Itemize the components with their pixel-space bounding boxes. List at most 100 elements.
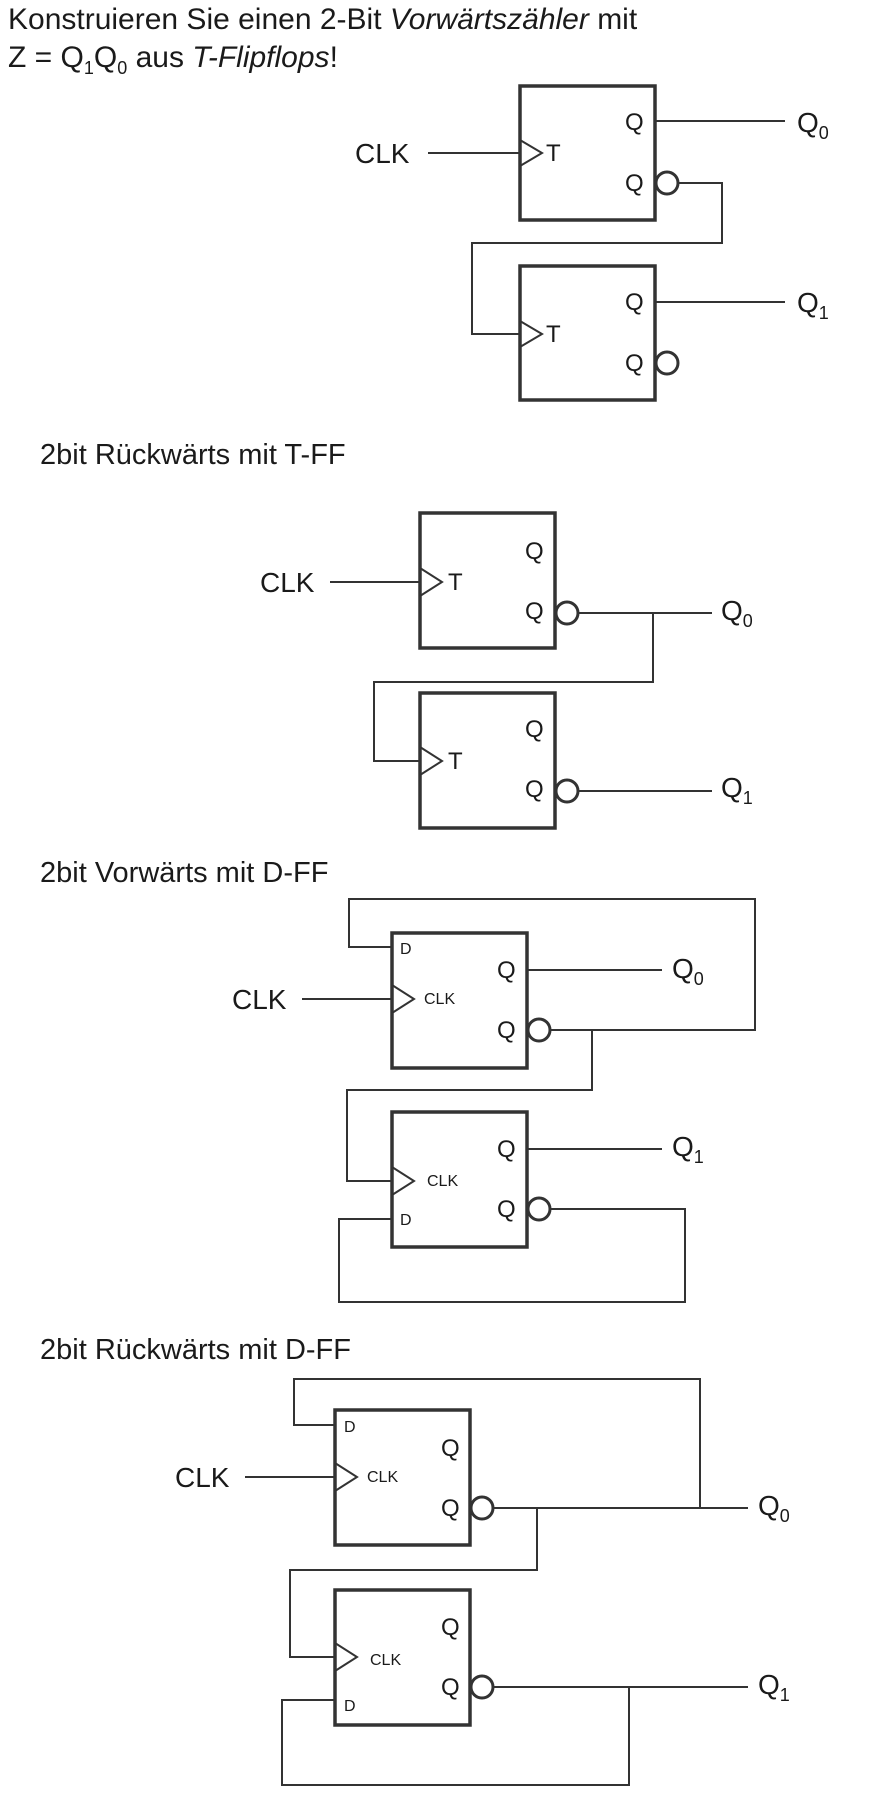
diagram-t-down — [330, 511, 712, 830]
t-down-clk-label: CLK — [260, 567, 315, 598]
t-up-q0-sub: 0 — [819, 123, 829, 143]
d-down-ff0-clk-triangle — [334, 1462, 359, 1492]
d-down-ff1-d-label: D — [344, 1698, 356, 1715]
task-title-part3: Z = Q — [8, 41, 84, 74]
t-up-ff0-clk-triangle — [519, 139, 544, 167]
d-up-ff0-q-label: Q — [497, 957, 516, 984]
d-down-clock-chain-wire — [289, 1508, 538, 1658]
d-down-ff1-clk-pin-label: CLK — [370, 1652, 401, 1669]
t-down-ff0-clk-triangle — [419, 567, 444, 597]
d-up-clk-label: CLK — [232, 984, 287, 1015]
d-down-ff1-inverter-bubble — [469, 1674, 495, 1700]
t-down-ff0-qn-label: Q — [525, 598, 544, 625]
d-up-q1-letter: Q — [672, 1131, 694, 1162]
d-up-ff0-clk-triangle — [391, 984, 416, 1014]
diagram-d-up — [302, 898, 756, 1303]
d-up-ff1-clk-pin-label: CLK — [427, 1173, 458, 1190]
d-up-q0-output-label: Q0 — [672, 953, 704, 989]
t-down-ff0-q-label: Q — [525, 538, 544, 565]
d-down-ff1-feedback-wire — [281, 1687, 630, 1786]
d-down-ff0-d-label: D — [344, 1419, 356, 1436]
d-up-ff1-q-label: Q — [497, 1136, 516, 1163]
task-title-emph1: Vorwärtszähler — [389, 3, 589, 36]
t-down-ff1-clk-triangle — [419, 746, 444, 776]
d-down-ff1-qn-label: Q — [441, 1674, 460, 1701]
task-title-part4: Q — [93, 41, 118, 74]
d-down-ff1-q-label: Q — [441, 1614, 460, 1641]
t-up-ff0-q-label: Q — [625, 109, 644, 136]
heading-t-down: 2bit Rückwärts mit T-FF — [40, 439, 346, 471]
t-up-ff1-qn-label: Q — [625, 350, 644, 377]
d-up-ff1-clk-triangle — [391, 1166, 416, 1196]
heading-d-down: 2bit Rückwärts mit D-FF — [40, 1334, 351, 1366]
task-title-sub1: 1 — [83, 58, 94, 78]
d-up-q0-sub: 0 — [694, 969, 704, 989]
d-down-ff0-feedback-wire — [293, 1378, 701, 1508]
t-down-ff0-t-label: T — [448, 569, 463, 596]
t-down-q1-sub: 1 — [743, 788, 753, 808]
t-down-feed-wire — [373, 613, 654, 762]
t-up-ff0-qn-label: Q — [625, 170, 644, 197]
task-title-line2: Z = Q1Q0 aus T-Flipflops! — [8, 40, 338, 86]
t-down-q0-letter: Q — [721, 595, 743, 626]
t-down-ff1-qn-label: Q — [525, 776, 544, 803]
d-up-ff1-feedback-wire — [338, 1208, 686, 1303]
d-down-q0-sub: 0 — [780, 1506, 790, 1526]
d-up-ff0-d-label: D — [400, 941, 412, 958]
t-down-q1-letter: Q — [721, 772, 743, 803]
t-down-q0-sub: 0 — [743, 611, 753, 631]
d-down-q1-sub: 1 — [780, 1685, 790, 1705]
t-up-ff0-inverter-bubble — [654, 170, 680, 196]
t-up-feed-wire — [471, 182, 723, 335]
t-up-ff1-t-label: T — [546, 321, 561, 348]
d-up-ff1-box — [390, 1110, 529, 1249]
d-up-ff1-d-label: D — [400, 1212, 412, 1229]
t-up-q1-output-label: Q1 — [797, 287, 829, 323]
t-up-q1-letter: Q — [797, 287, 819, 318]
d-down-ff0-qn-label: Q — [441, 1495, 460, 1522]
d-up-clock-chain-wire — [346, 1030, 593, 1182]
d-up-ff0-box — [390, 931, 529, 1070]
d-up-ff1-qn-label: Q — [497, 1196, 516, 1223]
task-title-part6: ! — [329, 41, 338, 74]
d-down-ff1-clk-triangle — [334, 1642, 359, 1672]
diagram-t-up — [428, 84, 785, 402]
t-up-q0-letter: Q — [797, 107, 819, 138]
d-up-ff1-inverter-bubble — [526, 1196, 552, 1222]
task-title-emph2: T-Flipflops — [192, 41, 330, 74]
t-up-ff1-q-label: Q — [625, 289, 644, 316]
d-up-ff0-qn-label: Q — [497, 1017, 516, 1044]
d-down-q1-output-label: Q1 — [758, 1669, 790, 1705]
t-down-q1-output-label: Q1 — [721, 772, 753, 808]
d-down-clk-label: CLK — [175, 1462, 230, 1493]
t-up-clk-label: CLK — [355, 138, 410, 169]
diagram-d-down — [245, 1378, 748, 1786]
heading-d-up: 2bit Vorwärts mit D-FF — [40, 857, 329, 889]
d-up-ff0-clk-pin-label: CLK — [424, 991, 455, 1008]
task-title-part1: Konstruieren Sie einen 2-Bit — [8, 3, 390, 36]
d-down-q0-output-label: Q0 — [758, 1490, 790, 1526]
d-down-ff0-inverter-bubble — [469, 1495, 495, 1521]
t-down-ff0-inverter-bubble — [554, 600, 580, 626]
d-up-q1-sub: 1 — [694, 1147, 704, 1167]
t-up-q0-output-label: Q0 — [797, 107, 829, 143]
t-down-ff1-q-label: Q — [525, 716, 544, 743]
t-up-q1-sub: 1 — [819, 303, 829, 323]
t-down-ff1-inverter-bubble — [554, 778, 580, 804]
d-down-ff0-q-label: Q — [441, 1435, 460, 1462]
t-down-q0-output-label: Q0 — [721, 595, 753, 631]
d-up-q0-letter: Q — [672, 953, 694, 984]
d-down-ff0-clk-pin-label: CLK — [367, 1469, 398, 1486]
d-up-ff0-inverter-bubble — [526, 1017, 552, 1043]
d-up-ff0-feedback-wire — [348, 898, 756, 1031]
d-up-q1-output-label: Q1 — [672, 1131, 704, 1167]
t-down-ff0-box — [418, 511, 557, 650]
d-down-q0-letter: Q — [758, 1490, 780, 1521]
task-title-part5: aus — [127, 41, 193, 74]
t-up-ff1-inverter-bubble — [654, 350, 680, 376]
task-title-sub0: 0 — [117, 58, 128, 78]
d-down-q1-letter: Q — [758, 1669, 780, 1700]
t-up-ff0-t-label: T — [546, 140, 561, 167]
task-title-line1: Konstruieren Sie einen 2-Bit Vorwärtszäh… — [8, 2, 637, 38]
